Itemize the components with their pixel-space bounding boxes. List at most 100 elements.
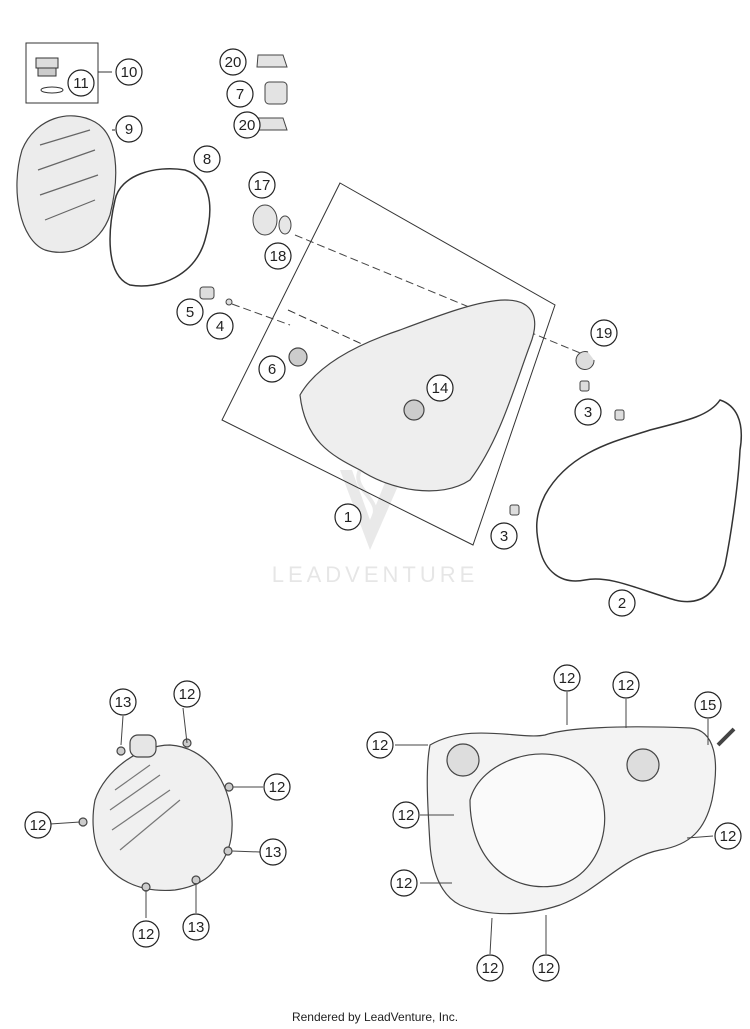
footer-credit: Rendered by LeadVenture, Inc. [291,1010,459,1024]
ignition-cover-part [288,299,536,492]
callout-circle [264,242,292,270]
callout-circle [226,80,254,108]
callout-20: 20 [233,111,261,139]
callout-12: 12 [553,664,581,692]
cover-gasket-ring [109,168,211,287]
callout-circle [109,688,137,716]
callout-label: 12 [138,926,155,943]
callout-circle [608,589,636,617]
crankcase-gasket [535,399,742,603]
callout-label: 17 [254,177,271,194]
callout-label: 12 [559,670,576,687]
callout-4: 4 [206,312,234,340]
watermark-text: LEADVENTURE [272,562,479,587]
callout-9: 9 [115,115,143,143]
callout-circle [233,111,261,139]
callout-label: 4 [216,318,224,335]
callout-circle [532,954,560,982]
callout-12: 12 [390,869,418,897]
leader-lines [49,692,714,955]
callout-12: 12 [173,680,201,708]
callout-17: 17 [248,171,276,199]
callout-8: 8 [193,145,221,173]
callout-label: 20 [225,54,242,71]
callout-label: 8 [203,151,211,168]
callout-3: 3 [490,522,518,550]
callout-circle [392,801,420,829]
callout-label: 12 [720,828,737,845]
callout-12: 12 [714,822,742,850]
callout-12: 12 [392,801,420,829]
callout-circle [219,48,247,76]
callout-label: 10 [121,64,138,81]
callout-label: 5 [186,304,194,321]
callout-10: 10 [115,58,143,86]
callout-circle [590,319,618,347]
callout-circle [248,171,276,199]
callout-circle [553,664,581,692]
callout-circle [490,522,518,550]
callout-label: 12 [482,960,499,977]
callout-12: 12 [263,773,291,801]
callout-label: 13 [188,919,205,936]
callout-label: 3 [584,404,592,421]
callout-circle [259,838,287,866]
callout-circle [390,869,418,897]
callout-6: 6 [258,355,286,383]
callout-circle [694,691,722,719]
callout-label: 12 [269,779,286,796]
callout-circle [714,822,742,850]
callout-12: 12 [532,954,560,982]
watermark: LEADVENTURE [272,469,479,587]
callout-circle [366,731,394,759]
callout-18: 18 [264,242,292,270]
callout-label: 12 [538,960,555,977]
callout-label: 6 [268,361,276,378]
callout-12: 12 [476,954,504,982]
assembly-frame [221,182,556,546]
clutch-cover-part [16,115,117,253]
callout-circle [258,355,286,383]
callout-3: 3 [574,398,602,426]
callout-label: 15 [700,697,717,714]
callout-label: 7 [236,86,244,103]
callout-circle [176,298,204,326]
callout-circle [132,920,160,948]
callout-circle [173,680,201,708]
plug-parts [252,204,586,356]
callout-label: 12 [398,807,415,824]
callout-circle [206,312,234,340]
callout-label: 19 [596,325,613,342]
callout-12: 12 [24,811,52,839]
callout-circle [426,374,454,402]
callout-label: 9 [125,121,133,138]
callout-circle [334,503,362,531]
callout-13: 13 [259,838,287,866]
callout-12: 12 [366,731,394,759]
crankcase-cover-assembled [426,726,736,915]
callout-19: 19 [590,319,618,347]
callout-circle [193,145,221,173]
callout-label: 12 [30,817,47,834]
callout-13: 13 [182,913,210,941]
callout-circle [612,671,640,699]
callout-label: 18 [270,248,287,265]
callout-label: 12 [396,875,413,892]
callout-12: 12 [132,920,160,948]
callout-2: 2 [608,589,636,617]
callout-label: 3 [500,528,508,545]
callout-7: 7 [226,80,254,108]
callout-5: 5 [176,298,204,326]
callout-label: 2 [618,595,626,612]
cap-parts [256,54,288,131]
callout-circle [24,811,52,839]
bolt-parts [199,286,291,326]
callout-label: 11 [73,75,89,92]
callout-label: 20 [239,117,256,134]
oil-plug-group [25,42,112,104]
callout-13: 13 [109,688,137,716]
callout-14: 14 [426,374,454,402]
